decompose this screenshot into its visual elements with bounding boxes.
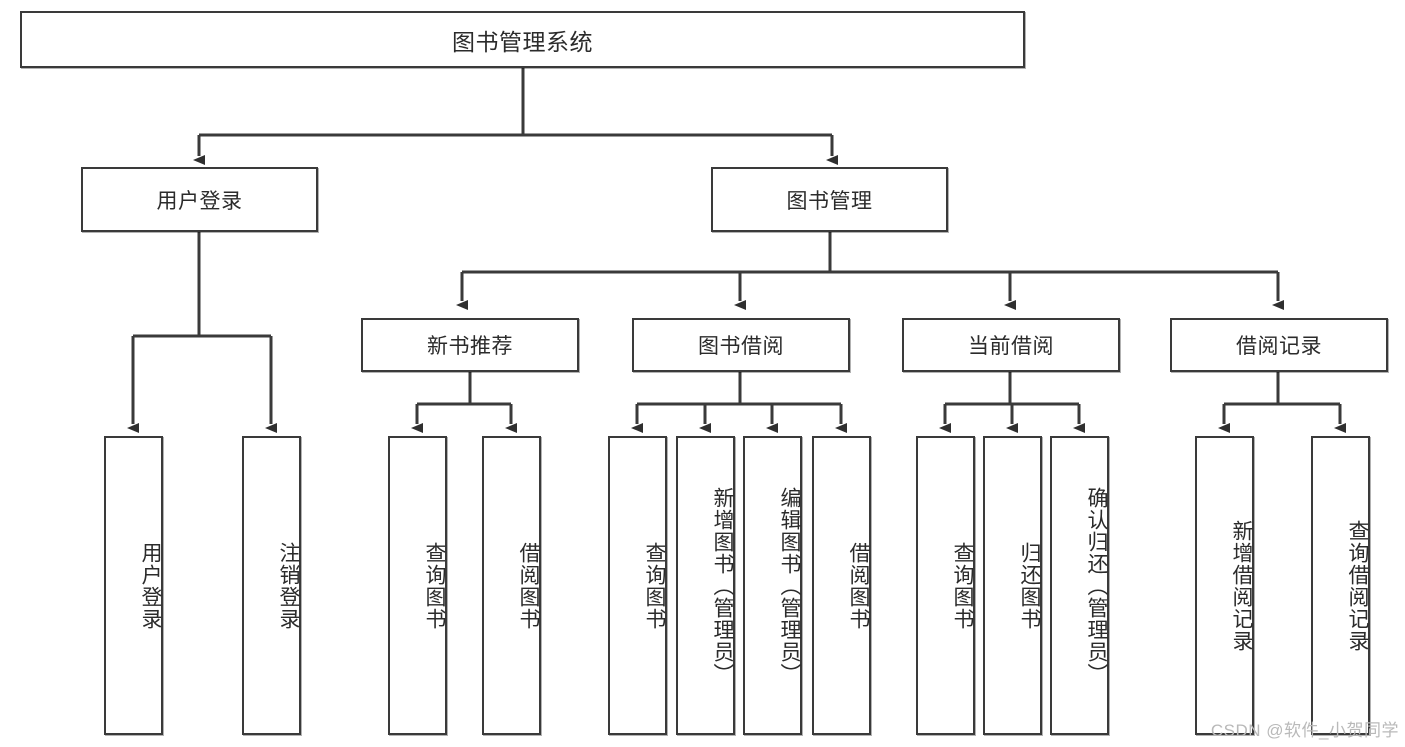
node-root-book-management-system[interactable]: 图书管理系统 xyxy=(20,11,1025,68)
node-label: 新增图书（管理员） xyxy=(711,486,734,685)
node-label: 用户登录 xyxy=(139,541,162,630)
leaf-borrow-book-recommend[interactable]: 借阅图书 xyxy=(482,436,541,735)
node-label: 借阅记录 xyxy=(1236,335,1322,358)
leaf-query-borrow-record[interactable]: 查询借阅记录 xyxy=(1311,436,1370,735)
leaf-logout-login[interactable]: 注销登录 xyxy=(242,436,301,735)
node-current-borrow[interactable]: 当前借阅 xyxy=(902,318,1120,372)
node-label: 新书推荐 xyxy=(427,335,513,358)
node-book-borrow[interactable]: 图书借阅 xyxy=(632,318,850,372)
node-label: 注销登录 xyxy=(277,541,300,630)
leaf-add-borrow-record[interactable]: 新增借阅记录 xyxy=(1195,436,1254,735)
node-label: 图书借阅 xyxy=(698,335,784,358)
node-label: 确认归还（管理员） xyxy=(1085,486,1108,685)
node-label: 当前借阅 xyxy=(968,335,1054,358)
leaf-user-login[interactable]: 用户登录 xyxy=(104,436,163,735)
node-label: 查询图书 xyxy=(423,541,446,630)
node-user-login[interactable]: 用户登录 xyxy=(81,167,318,232)
leaf-confirm-return-admin[interactable]: 确认归还（管理员） xyxy=(1050,436,1109,735)
node-book-management[interactable]: 图书管理 xyxy=(711,167,948,232)
node-label: 用户登录 xyxy=(156,189,243,213)
node-label: 图书管理系统 xyxy=(452,28,593,55)
leaf-query-book-borrow[interactable]: 查询图书 xyxy=(608,436,667,735)
leaf-return-book[interactable]: 归还图书 xyxy=(983,436,1042,735)
node-label: 借阅图书 xyxy=(847,541,870,630)
csdn-watermark: CSDN @软件_小贺同学 xyxy=(1210,721,1399,740)
node-new-book-recommend[interactable]: 新书推荐 xyxy=(361,318,579,372)
node-label: 新增借阅记录 xyxy=(1230,519,1253,652)
leaf-edit-book-admin[interactable]: 编辑图书（管理员） xyxy=(743,436,802,735)
node-label: 查询图书 xyxy=(951,541,974,630)
node-label: 借阅图书 xyxy=(517,541,540,630)
node-borrow-record[interactable]: 借阅记录 xyxy=(1170,318,1388,372)
node-label: 查询借阅记录 xyxy=(1346,519,1369,652)
leaf-query-book-recommend[interactable]: 查询图书 xyxy=(388,436,447,735)
leaf-query-book-current[interactable]: 查询图书 xyxy=(916,436,975,735)
node-label: 查询图书 xyxy=(643,541,666,630)
node-label: 归还图书 xyxy=(1018,541,1041,630)
node-label: 编辑图书（管理员） xyxy=(778,486,801,685)
leaf-add-book-admin[interactable]: 新增图书（管理员） xyxy=(676,436,735,735)
node-label: 图书管理 xyxy=(786,189,873,213)
leaf-borrow-book[interactable]: 借阅图书 xyxy=(812,436,871,735)
